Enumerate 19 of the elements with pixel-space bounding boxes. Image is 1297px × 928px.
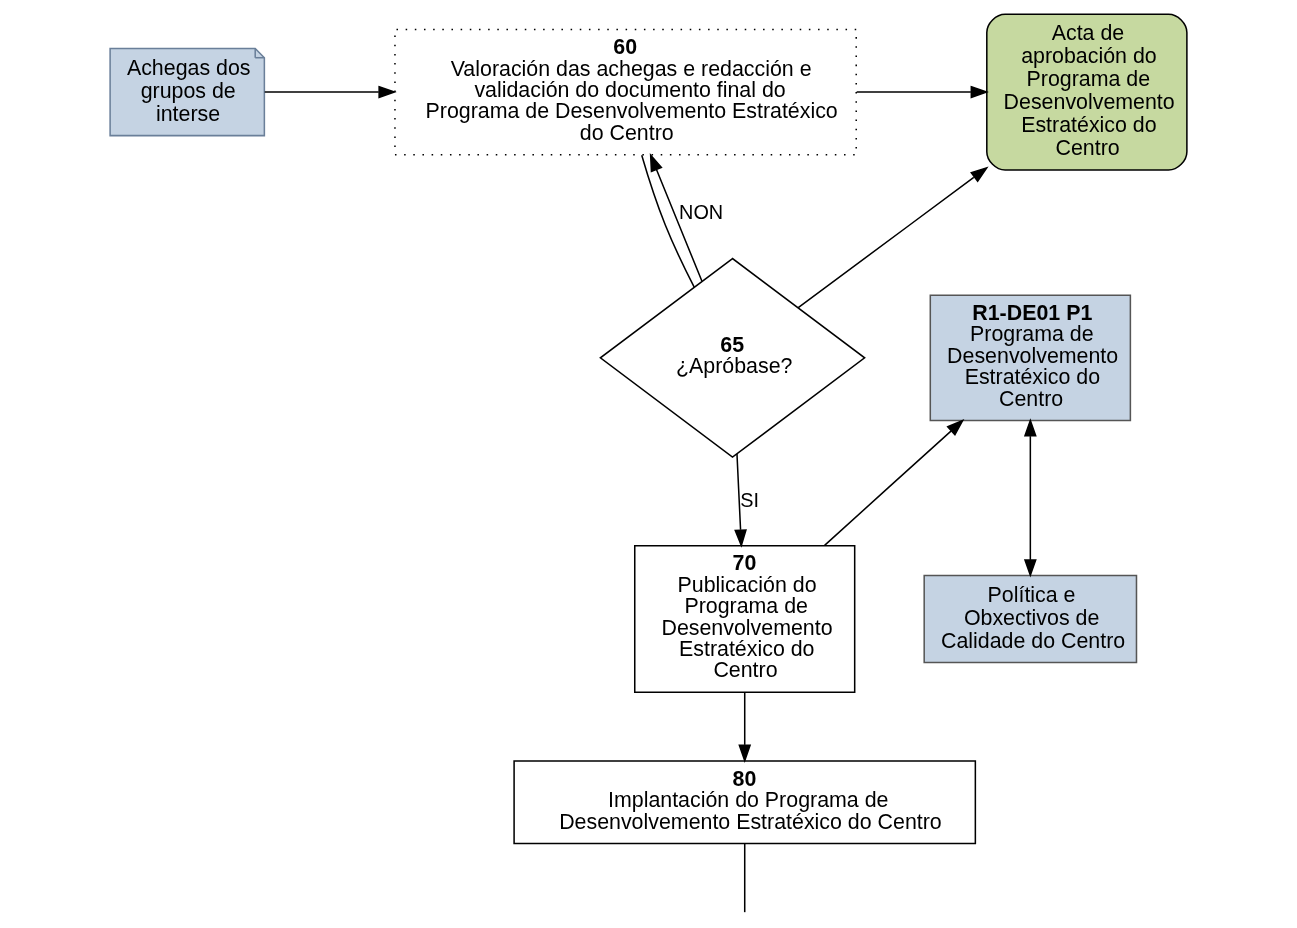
arrow [1023, 418, 1037, 578]
arrow [734, 453, 747, 548]
arrow [738, 692, 752, 763]
connector [743, 842, 746, 913]
node-diamond: 65 ¿Apróbase? [599, 257, 866, 459]
node-box: Acta de aprobación do Programa de Desenvolvemento Estratéxico do Centro [986, 13, 1188, 171]
node-box: 60 Valoración das achegas e redacción e validación do documento final do Programa de Desenvolvemento Estratéxico do Centro [394, 28, 857, 156]
connector [640, 154, 695, 288]
arrow [823, 419, 965, 547]
node-box: 70 Publicación do Programa de Desenvolvemento Estratéxico do Centro [634, 544, 856, 694]
arrow [797, 166, 989, 309]
node-box: 80 Implantación do Programa de Desenvolvemento Estratéxico do Centro [513, 760, 977, 845]
edge-label: NON [679, 201, 724, 224]
edge-label: SI [740, 488, 759, 511]
arrow [855, 85, 989, 99]
node-box: R1-DE01 P1 Programa de Desenvolvemento Estratéxico do Centro [929, 294, 1132, 422]
arrow [263, 85, 397, 99]
node-box: Política e Obxectivos de Calidade do Centro [923, 574, 1138, 664]
arrow [649, 153, 703, 282]
